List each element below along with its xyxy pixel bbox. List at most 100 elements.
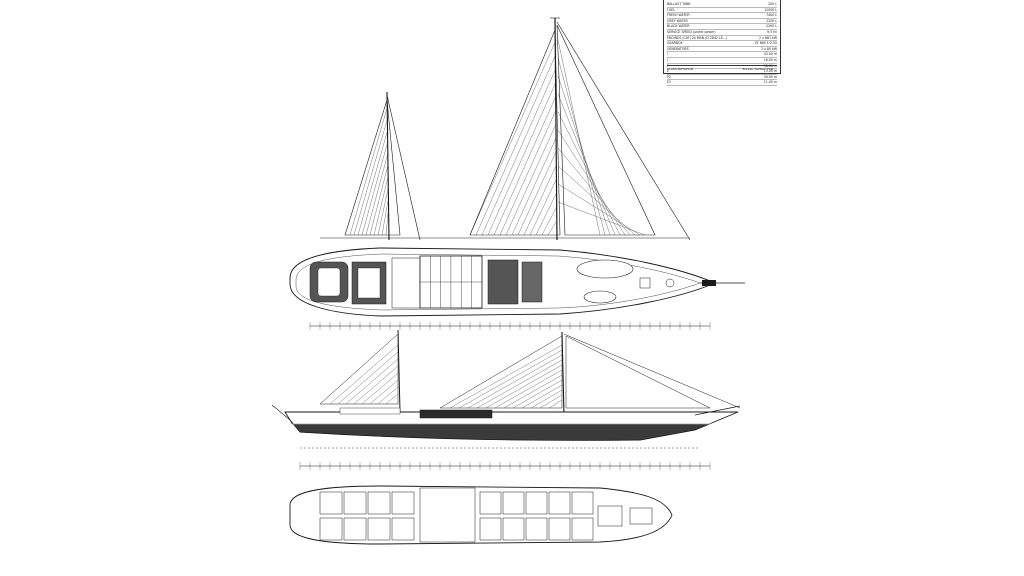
rigging-line — [357, 128, 389, 236]
sail-panel-line — [485, 364, 563, 409]
sail-panel-line — [467, 354, 563, 409]
spec-value: 13.00 m — [763, 69, 777, 74]
profile-main-mast — [561, 331, 565, 416]
spec-label: FUEL — [667, 7, 675, 12]
sun-pad-fwd — [487, 259, 519, 305]
cabin — [502, 491, 525, 515]
spec-value: ZF 665 1:2.55 — [754, 41, 777, 46]
rigging-line — [541, 207, 557, 236]
cabin — [343, 517, 367, 541]
spec-row: ENGINES (CAT) 2x MAN (D 2842 LE...)2 x 6… — [667, 36, 777, 42]
rigging-line — [373, 176, 389, 236]
spec-value: 2 x 80 kW — [760, 46, 777, 51]
spec-value: 200 L — [768, 2, 777, 6]
rigging-line — [557, 201, 646, 236]
class-notation-label: CLASS NOTATION — [667, 67, 693, 71]
rigging-line — [469, 39, 557, 236]
cabin — [548, 517, 571, 541]
spec-label: E2 — [667, 80, 672, 85]
profile-view — [271, 329, 741, 470]
aft-table — [317, 267, 341, 297]
sail-panel-line — [530, 389, 563, 409]
spec-label: P2 — [667, 74, 671, 79]
jet-tender — [583, 290, 617, 304]
spec-label: J — [667, 57, 668, 62]
spec-row: I 43.00 m — [667, 52, 777, 58]
cabin — [525, 491, 548, 515]
sail-panel-line — [377, 386, 399, 405]
sail-panel-line — [353, 365, 399, 405]
spec-label: SERVICE SPEED (under power) — [667, 29, 716, 34]
deck-inner-line — [295, 253, 701, 311]
cabin — [479, 491, 502, 515]
fwd-hatch — [639, 277, 651, 289]
fore-peak — [629, 507, 653, 525]
sail-panel-line — [521, 384, 563, 409]
spec-value: 43.00 m — [763, 52, 777, 57]
profile-deckhouse — [419, 409, 493, 419]
sail-panel-line — [539, 394, 563, 409]
rigging-line — [529, 179, 557, 236]
sail-panel-line — [512, 379, 563, 409]
bow-fitting — [702, 280, 716, 286]
rigging-line — [523, 165, 557, 236]
mizzen-sail — [344, 99, 401, 236]
cabin-blocks — [319, 491, 594, 541]
sail-plan-top — [320, 17, 691, 241]
sail-panel-line — [361, 372, 399, 405]
rigging-line — [511, 137, 557, 236]
rigging-line — [557, 93, 616, 236]
spec-row: FUEL 12000 L — [667, 8, 777, 14]
deckhouse-skylights — [420, 256, 482, 308]
sail-panel-line — [449, 344, 563, 409]
mizzen-rigging — [349, 104, 389, 236]
mizzen-stay — [386, 94, 421, 241]
spec-label: GREY WATER — [667, 18, 688, 23]
spec-value: 2 x 681 kW — [758, 35, 777, 40]
spec-value: 7400 L — [766, 13, 777, 18]
rigging-line — [557, 147, 631, 236]
sail-panel-line — [329, 344, 399, 405]
spec-label: GEARBOX — [667, 41, 683, 46]
cockpit-table — [357, 267, 381, 299]
engine-room — [419, 487, 476, 543]
cabin — [548, 491, 571, 515]
forestay — [556, 21, 691, 241]
rigging-line — [365, 152, 389, 236]
cabin — [525, 517, 548, 541]
rigging-line — [353, 116, 389, 236]
rigging-line — [505, 123, 557, 236]
cabin — [391, 517, 415, 541]
spec-value: 30.00 m — [763, 74, 777, 79]
scale-ticks-bottom — [299, 462, 711, 470]
sun-pad-2 — [521, 261, 543, 303]
rigging-line — [535, 193, 557, 236]
sail-panel-line — [345, 358, 399, 405]
rigging-line — [361, 140, 389, 236]
spec-value: 9.5 kn — [767, 29, 777, 34]
profile-sail-panels — [329, 344, 563, 409]
spec-value: 11.00 m — [763, 80, 777, 85]
rigging-line — [475, 53, 557, 236]
rigging-line — [557, 129, 626, 236]
jib-sail — [556, 24, 656, 236]
profile-bowsprit — [694, 405, 741, 416]
rigging-line — [369, 164, 389, 236]
rigging-line — [547, 221, 557, 236]
cabin — [343, 491, 367, 515]
rigging-line — [385, 212, 389, 236]
spec-value: 12000 L — [764, 7, 777, 12]
hull-topsides — [289, 419, 711, 441]
spec-row: GEARBOX ZF 665 1:2.55 — [667, 41, 777, 47]
sail-panel-line — [494, 369, 563, 409]
cabin — [502, 517, 525, 541]
spec-value: 2200 L — [766, 24, 777, 29]
spec-label: I — [667, 52, 668, 57]
mizzen-mast — [386, 91, 390, 241]
rigging-line — [517, 151, 557, 236]
